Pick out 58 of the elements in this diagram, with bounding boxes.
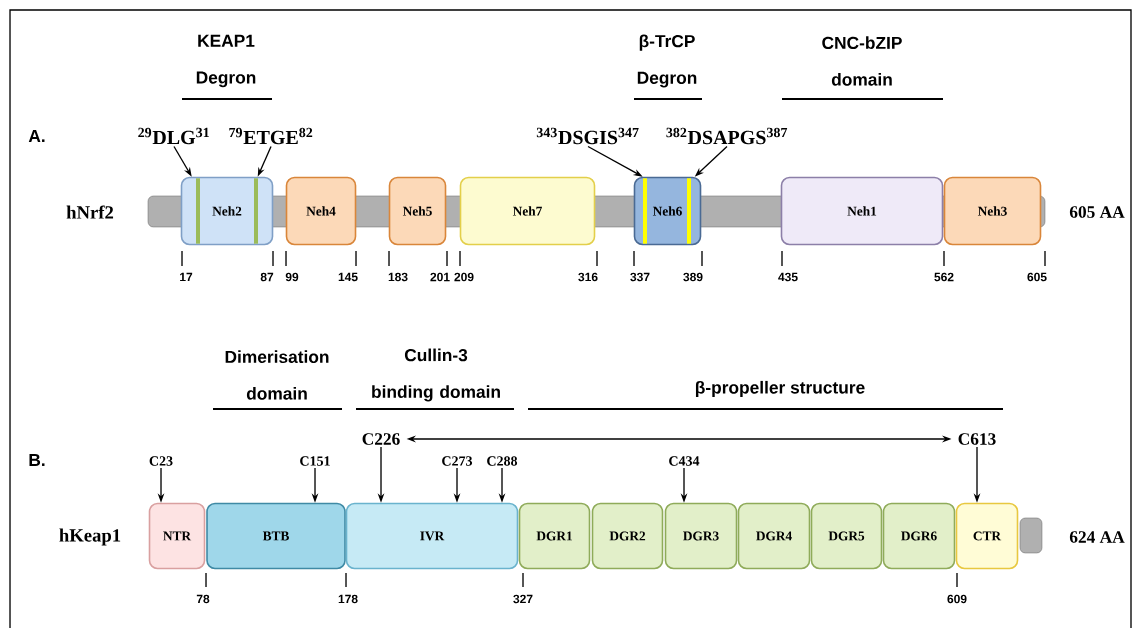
domain-heading: Dimerisation domain [225,350,329,400]
protein-length: 605 AA [1069,206,1125,218]
protein-backbone [1019,517,1043,554]
residue-number: 183 [388,272,408,282]
residue-number: 337 [630,272,650,282]
residue-number: 87 [260,272,274,282]
residue-number: 209 [454,272,474,282]
protein-length: 624 AA [1069,531,1125,543]
cysteine-label: C434 [669,456,700,466]
domain-box: BTB [206,502,346,570]
domain-heading: KEAP1 Degron [196,34,256,88]
domain-box: CTR [955,502,1019,570]
domain-box: DGR1 [518,502,591,570]
protein-name: hNrf2 [66,205,114,219]
domain-box: DGR6 [882,502,956,570]
residue-number: 389 [683,272,703,282]
residue-number: 17 [180,272,193,282]
domain-heading: β-propeller structure [695,380,865,398]
domain-box: Neh1 [780,176,944,246]
motif-label: $^{29}$DLG$^{31}$ [138,127,209,145]
motif-label: $^{343}$DSGIS$^{347}$ [536,127,639,145]
domain-box: Neh7 [459,176,596,246]
residue-number: 99 [285,272,299,282]
residue-number: 605 [1027,272,1047,282]
residue-number: 562 [934,272,954,282]
motif-label: $^{79}$ETGE$^{82}$ [229,127,313,145]
domain-box: Neh2 [180,176,274,246]
domain-heading: β-TrCP Degron [637,34,697,88]
domain-box: DGR3 [664,502,738,570]
cysteine-label: C23 [149,456,173,466]
domain-box: Neh5 [388,176,447,246]
cysteine-label: C613 [958,433,996,445]
domain-box: IVR [345,502,519,570]
residue-number: 178 [338,594,358,604]
motif-label: $^{382}$DSAPGS$^{387}$ [666,127,788,145]
domain-box: NTR [148,502,206,570]
panel-label: B. [29,454,45,466]
residue-number: 327 [513,594,533,604]
domain-box: DGR4 [737,502,811,570]
domain-box: Neh6 [633,176,702,246]
residue-number: 316 [578,272,598,282]
protein-name: hKeap1 [59,528,121,546]
cysteine-label: C226 [362,433,400,445]
cysteine-label: C288 [487,456,518,466]
domain-heading: CNC-bZIP domain [822,36,902,86]
residue-number: 435 [778,272,798,282]
domain-box: Neh4 [285,176,357,246]
residue-number: 201 [430,272,450,282]
domain-heading: Cullin-3 binding domain [372,348,500,402]
cysteine-label: C151 [300,456,330,466]
cysteine-label: C273 [442,456,473,466]
domain-box: DGR2 [591,502,664,570]
panel-label: A. [28,130,45,142]
residue-number: 78 [196,594,210,604]
domain-box: Neh3 [943,176,1042,246]
residue-number: 609 [947,594,967,604]
domain-box: DGR5 [810,502,883,570]
residue-number: 145 [338,272,358,282]
